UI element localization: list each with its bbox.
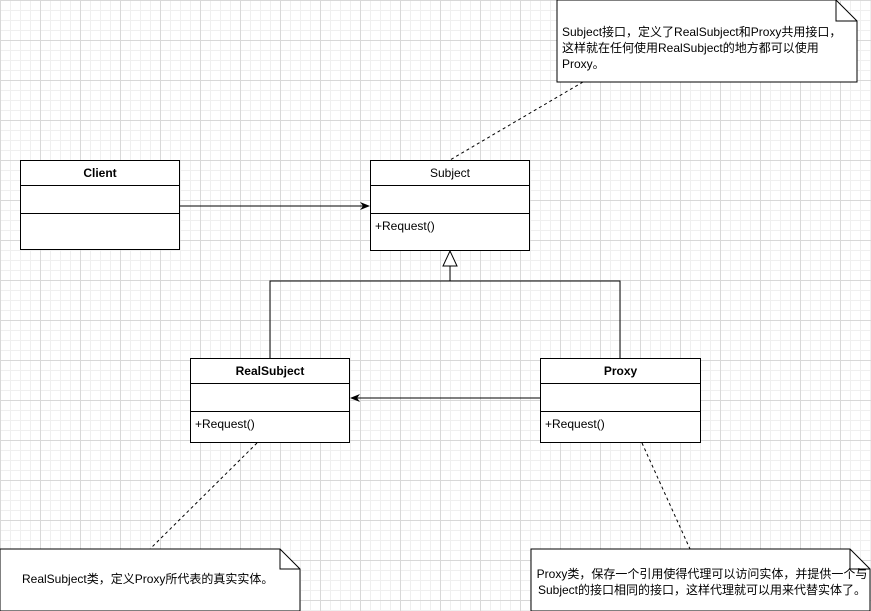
subject-attributes bbox=[371, 186, 529, 214]
proxy-note-shape bbox=[530, 548, 871, 611]
real-subject-operation: +Request() bbox=[195, 417, 255, 431]
subject-note-fold bbox=[835, 0, 857, 22]
subject-note-shape bbox=[556, 0, 858, 83]
client-class-name: Client bbox=[21, 161, 179, 186]
subject-class[interactable]: Subject +Request() bbox=[370, 160, 530, 251]
subject-class-name: Subject bbox=[371, 161, 529, 186]
real-subject-class[interactable]: RealSubject +Request() bbox=[190, 358, 350, 443]
real-subject-note-shape bbox=[0, 548, 301, 611]
generalization-triangle bbox=[442, 249, 458, 267]
real-subject-note-text: RealSubject类，定义Proxy所代表的真实实体。 bbox=[22, 572, 274, 586]
real-subject-attributes bbox=[191, 384, 349, 412]
proxy-note-text: Proxy类，保存一个引用使得代理可以访问实体，并提供一个与Subject的接口… bbox=[536, 567, 868, 597]
subject-operation: +Request() bbox=[375, 219, 435, 233]
subject-note-text: Subject接口，定义了RealSubject和Proxy共用接口，这样就在任… bbox=[562, 25, 842, 71]
real-subject-class-name: RealSubject bbox=[191, 359, 349, 384]
client-attributes bbox=[21, 186, 179, 214]
client-operations bbox=[21, 214, 179, 219]
client-class[interactable]: Client bbox=[20, 160, 180, 250]
real-subject-note-connector bbox=[149, 442, 258, 550]
generalization-line bbox=[269, 280, 621, 358]
proxy-class-name: Proxy bbox=[541, 359, 700, 384]
proxy-class[interactable]: Proxy +Request() bbox=[540, 358, 701, 443]
real-subject-note-fold bbox=[279, 549, 300, 570]
subject-note-connector bbox=[449, 81, 584, 161]
proxy-note-fold bbox=[849, 549, 870, 570]
proxy-attributes bbox=[541, 384, 700, 412]
proxy-operation: +Request() bbox=[545, 417, 605, 431]
proxy-note-connector bbox=[641, 442, 691, 550]
